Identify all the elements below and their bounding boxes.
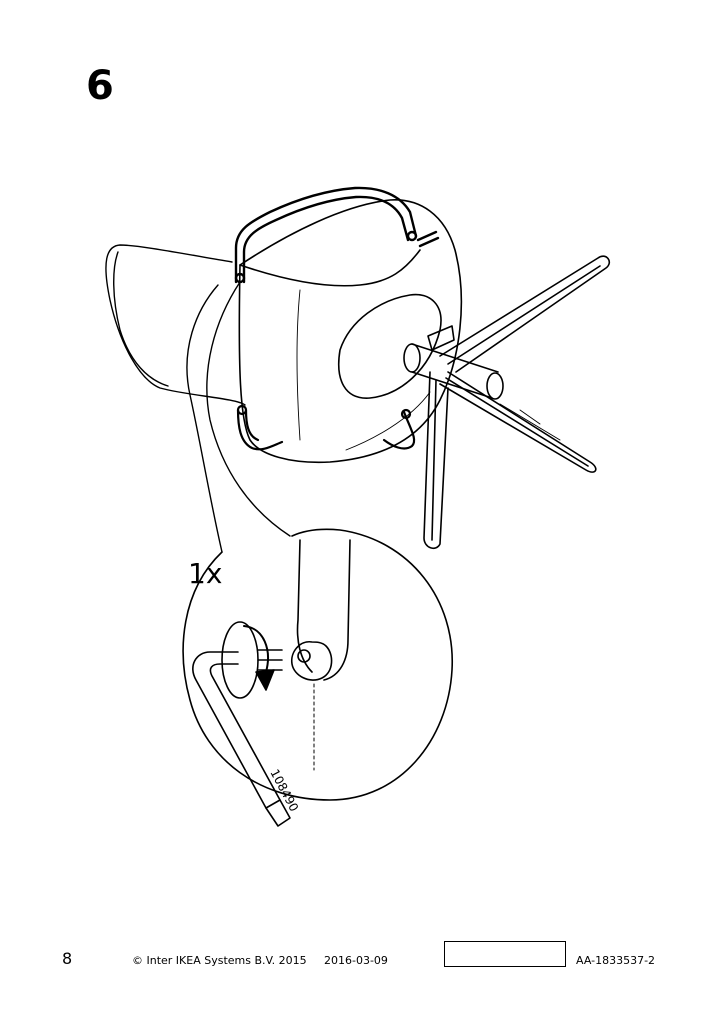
detail-circle [182, 528, 453, 801]
detail-leader [186, 281, 291, 553]
chair-back [105, 244, 246, 406]
armrest-bottom [236, 404, 416, 451]
empty-box [444, 941, 566, 967]
page-number: 8 [62, 949, 73, 968]
detail-armrest-tube [290, 539, 351, 771]
star-base [423, 255, 611, 550]
document-code: AA-1833537-2 [576, 954, 656, 967]
gas-lift [403, 343, 504, 400]
document-date: 2016-03-09 [324, 954, 388, 967]
quantity-label: 1x [188, 557, 222, 590]
copyright-text: © Inter IKEA Systems B.V. 2015 [132, 954, 307, 967]
detail-screw [221, 621, 283, 699]
step-number: 6 [86, 63, 114, 109]
allen-key [192, 651, 291, 827]
armrest-top [234, 186, 440, 284]
chair-seat [238, 199, 463, 464]
